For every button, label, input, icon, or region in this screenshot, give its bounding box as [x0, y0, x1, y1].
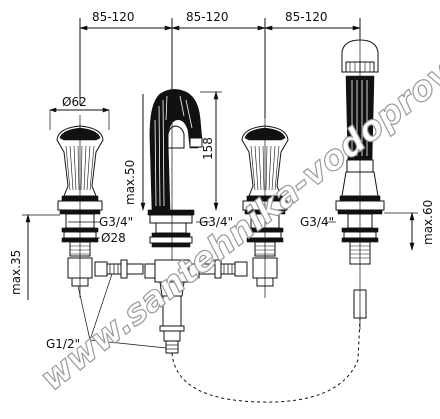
middle-spout	[147, 89, 203, 340]
spacing-label-1: 85-120	[92, 10, 135, 24]
thread-label-left: G3/4"	[99, 215, 133, 229]
shower-max-dimension: max.60 G3/4"	[300, 200, 435, 252]
right-handle	[241, 118, 289, 298]
handle-diameter-label: Ø62	[62, 95, 87, 109]
spout-dimensions: max.50 158	[123, 90, 222, 212]
left-connector	[94, 259, 144, 279]
right-connector	[198, 259, 248, 279]
middle-labels: G3/4" Ø28 G3/4"	[66, 215, 233, 245]
inlet-thread-leaders: G1/2"	[46, 273, 167, 351]
spout-max-label: max.50	[123, 160, 137, 205]
spout-height-label: 158	[201, 137, 215, 160]
inlet-thread-label: G1/2"	[46, 337, 80, 351]
shower-max-label: max.60	[421, 200, 435, 245]
thread-label-right: G3/4"	[300, 215, 334, 229]
spacing-label-2: 85-120	[186, 10, 229, 24]
spacing-label-3: 85-120	[285, 10, 328, 24]
mixing-body	[144, 259, 200, 354]
thread-label-middle: G3/4"	[199, 215, 233, 229]
body-diameter-label: Ø28	[101, 231, 126, 245]
top-dimensions: 85-120 85-120 85-120	[78, 10, 362, 118]
shower-hose	[171, 317, 361, 403]
hand-shower	[335, 28, 385, 330]
left-max-dimension: max.35	[9, 213, 60, 300]
left-handle: Ø62	[49, 95, 110, 298]
left-max-label: max.35	[9, 250, 23, 295]
